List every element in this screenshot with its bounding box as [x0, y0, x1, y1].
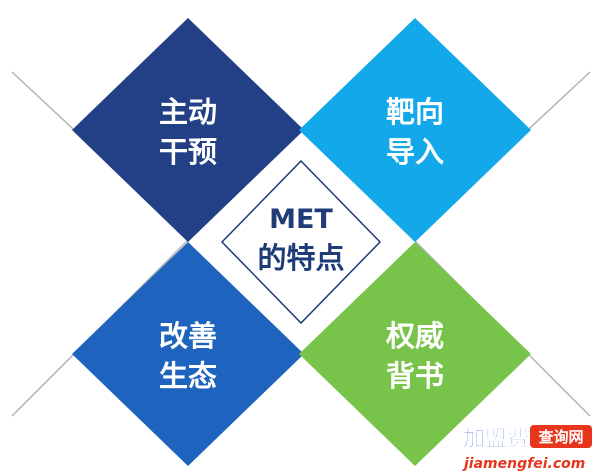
- card-bottom-left-label-line1: 改善: [159, 319, 217, 353]
- watermark-tag: 查询网: [538, 428, 583, 446]
- card-bottom-right-diamond: [299, 242, 531, 466]
- watermark: 加盟费 查询网 jiamengfei.com: [462, 425, 592, 472]
- center-title-line2: 的特点: [257, 241, 344, 275]
- watermark-brand: 加盟费: [462, 427, 529, 452]
- center-diamond-border: [220, 159, 382, 325]
- watermark-tag-bg: [530, 425, 592, 448]
- card-bottom-right-label-line2: 背书: [386, 359, 444, 393]
- card-bottom-left-diamond: [72, 242, 304, 466]
- card-bottom-left-label-line2: 生态: [159, 359, 217, 393]
- card-top-left-diamond: [72, 18, 304, 242]
- card-top-left-label-line2: 干预: [159, 135, 217, 169]
- watermark-url: jiamengfei.com: [462, 456, 585, 472]
- card-top-right-label-line1: 靶向: [386, 95, 444, 129]
- card-top-right-label-line2: 导入: [386, 135, 444, 169]
- center-title-line1: MET: [269, 204, 333, 235]
- card-bottom-right-label-line1: 权威: [385, 319, 444, 353]
- card-top-left-label-line1: 主动: [159, 95, 217, 129]
- card-top-right-diamond: [299, 18, 531, 242]
